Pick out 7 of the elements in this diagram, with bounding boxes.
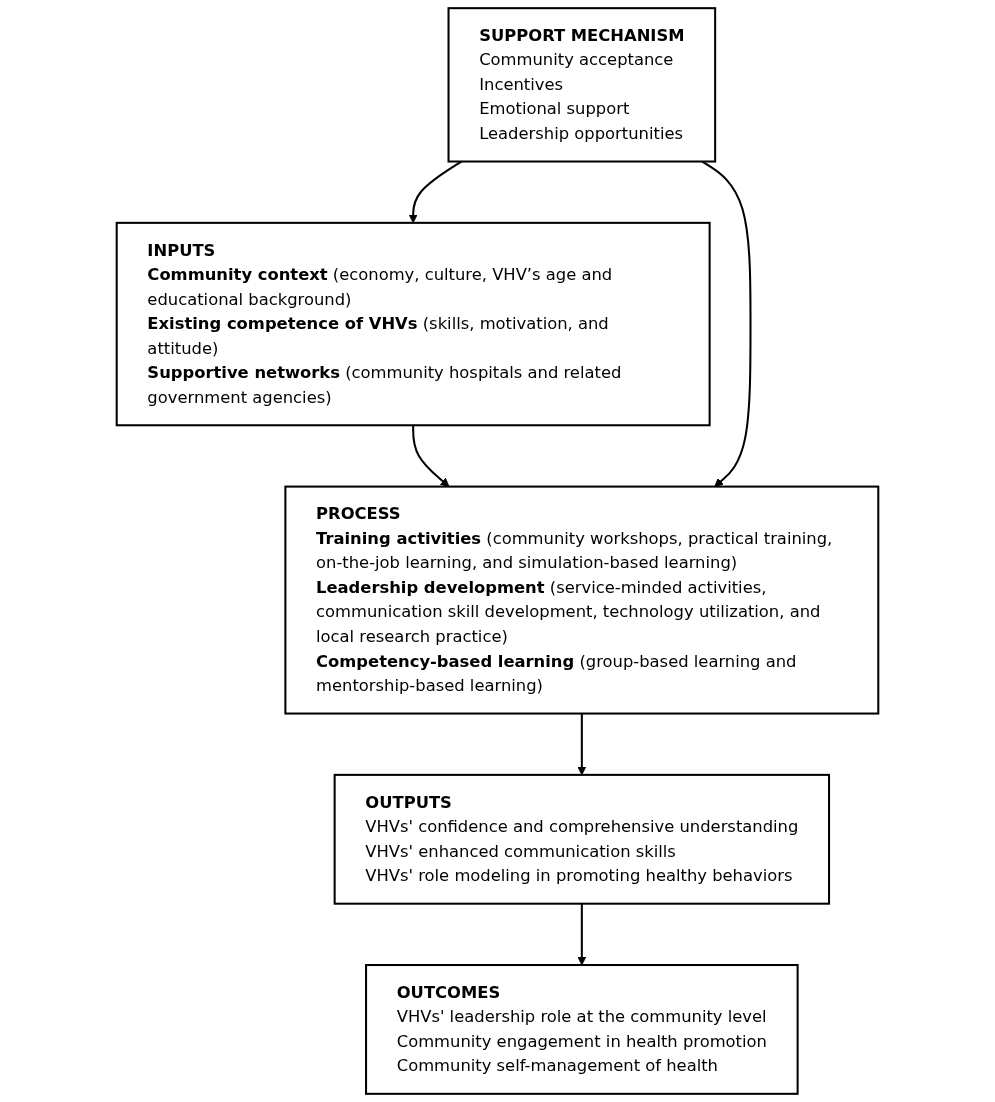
node-box: OUTPUTS VHVs' confidence and comprehensive understanding VHVs' enhanced communication skills VHVs' role modeling in promoting healthy behaviors (333, 773, 831, 905)
arrow (412, 425, 450, 487)
node-box: SUPPORT MECHANISM Community acceptance Incentives Emotional support Leadership opportunities (447, 7, 717, 163)
node-box: PROCESS Training activities (community workshops, practical training, on-the-job learning, and simulation-based learning) Leadership development (service-minded activities, communication skill development, technology utilization, and local research practice) Competency-based learning (group-based learning and mentorship-based learning) (284, 485, 880, 715)
node-box: INPUTS Community context (economy, culture, VHV’s age and educational background) Existing competence of VHVs (skills, motivation, and attitude) Supportive networks (community hospitals and related government agencies) (115, 221, 711, 427)
node-box: OUTCOMES VHVs' leadership role at the community level Community engagement in health promotion Community self-management of health (365, 964, 799, 1095)
arrow (577, 903, 587, 966)
